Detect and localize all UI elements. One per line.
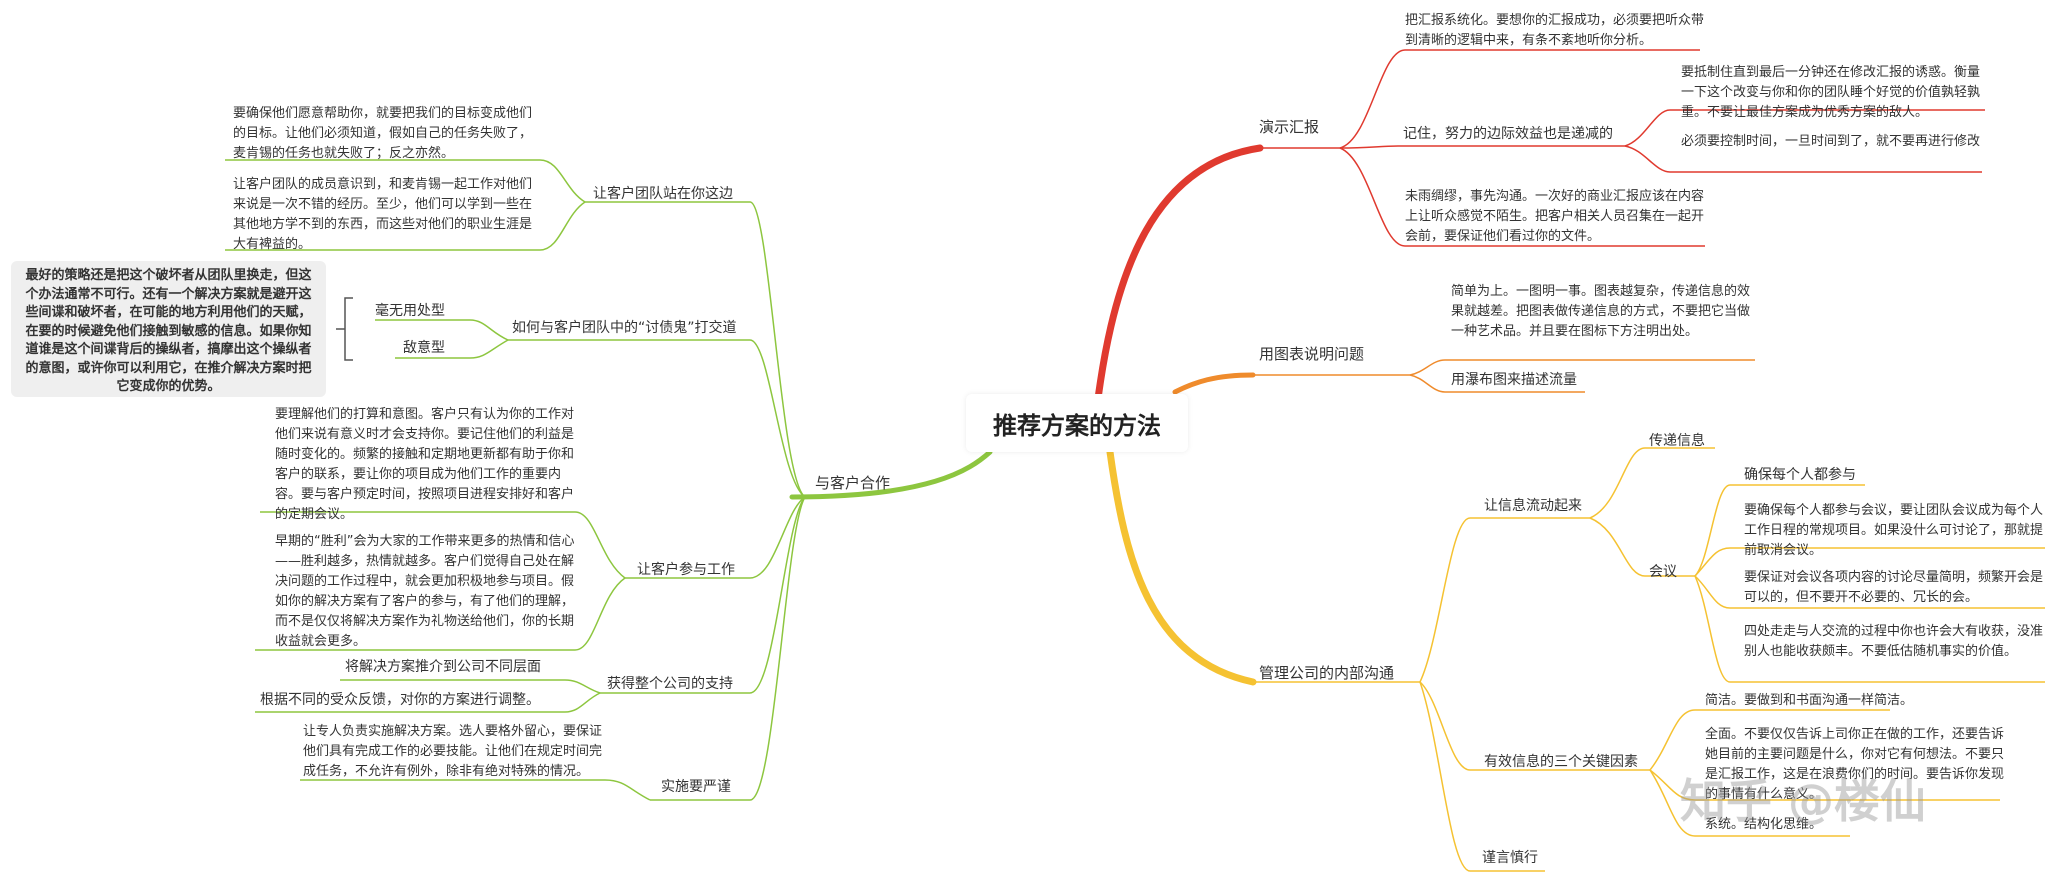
client-involve[interactable]: 让客户参与工作 bbox=[637, 562, 735, 578]
chart-waterfall[interactable]: 用瀑布图来描述流量 bbox=[1451, 372, 1577, 388]
internal-note-concise-meetings: 要保证对会议各项内容的讨论尽量简明，频繁开会是可以的，但不要开不必要的、冗长的会… bbox=[1744, 570, 2044, 605]
trunk-internal bbox=[1106, 448, 1257, 686]
demo-note-systematize: 把汇报系统化。要想你的汇报成功，必须要把听众带到清晰的逻辑中来，有条不紊地听你分… bbox=[1405, 13, 1705, 48]
branch-client[interactable]: 与客户合作 bbox=[815, 474, 891, 492]
internal-careful[interactable]: 谨言慎行 bbox=[1482, 850, 1538, 866]
client-adjust-feedback: 根据不同的受众反馈，对你的方案进行调整。 bbox=[260, 692, 540, 708]
internal-note-meeting-routine: 要确保每个人都参与会议，要让团队会议成为每个人工作日程的常规项目。如果没什么可讨… bbox=[1744, 503, 2044, 558]
callout-note: 最好的策略还是把这个破坏者从团队里换走，但这个办法通常不可行。还有一个解决方案就… bbox=[11, 261, 326, 397]
client-note-owner: 让专人负责实施解决方案。选人要格外留心，要保证他们具有完成工作的必要技能。让他们… bbox=[303, 724, 603, 779]
branch-chart[interactable]: 用图表说明问题 bbox=[1259, 345, 1365, 363]
client-type-useless[interactable]: 毫无用处型 bbox=[375, 303, 445, 319]
client-type-hostile[interactable]: 敌意型 bbox=[403, 340, 445, 356]
internal-key-systematic: 系统。结构化思维。 bbox=[1705, 817, 1823, 832]
internal-pass-info[interactable]: 传递信息 bbox=[1649, 433, 1705, 449]
branch-internal[interactable]: 管理公司的内部沟通 bbox=[1259, 664, 1395, 682]
internal-key-complete: 全面。不要仅仅告诉上司你正在做的工作，还要告诉她目前的主要问题是什么，你对它有何… bbox=[1705, 727, 2005, 802]
demo-diminishing-returns[interactable]: 记住，努力的边际效益也是递减的 bbox=[1403, 126, 1613, 142]
watermark: 知乎 @楼仙 bbox=[1680, 774, 1927, 828]
internal-three-keys[interactable]: 有效信息的三个关键因素 bbox=[1484, 754, 1638, 770]
client-pitch-levels: 将解决方案推介到公司不同层面 bbox=[345, 659, 541, 675]
demo-note-control-time: 必须要控制时间，一旦时间到了，就不要再进行修改 bbox=[1681, 134, 1981, 149]
central-topic[interactable]: 推荐方案的方法 bbox=[966, 394, 1188, 452]
client-team-on-your-side[interactable]: 让客户团队站在你这边 bbox=[593, 186, 733, 202]
client-rigorous-implementation[interactable]: 实施要严谨 bbox=[661, 779, 731, 795]
client-note-early-wins: 早期的“胜利”会为大家的工作带来更多的热情和信心——胜利越多，热情就越多。客户们… bbox=[275, 534, 575, 649]
client-note-shared-goals: 要确保他们愿意帮助你，就要把我们的目标变成他们的目标。让他们必须知道，假如自己的… bbox=[233, 106, 533, 161]
chart-note-simple: 简单为上。一图明一事。图表越复杂，传递信息的效果就越差。把图表做传递信息的方式，… bbox=[1451, 284, 1751, 339]
internal-key-concise: 简洁。要做到和书面沟通一样简洁。 bbox=[1705, 693, 1914, 708]
internal-meetings[interactable]: 会议 bbox=[1649, 564, 1677, 580]
demo-note-resist-edits: 要抵制住直到最后一分钟还在修改汇报的诱惑。衡量一下这个改变与你和你的团队睡个好觉… bbox=[1681, 65, 1981, 120]
branch-demo[interactable]: 演示汇报 bbox=[1259, 118, 1320, 136]
trunk-client bbox=[789, 449, 993, 500]
trunk-demo bbox=[1091, 144, 1264, 427]
client-note-understand-agenda: 要理解他们的打算和意图。客户只有认为你的工作对他们来说有意义时才会支持你。要记住… bbox=[275, 407, 575, 522]
client-company-support[interactable]: 获得整个公司的支持 bbox=[607, 676, 733, 692]
trunk-chart bbox=[1172, 372, 1256, 395]
client-note-good-experience: 让客户团队的成员意识到，和麦肯锡一起工作对他们来说是一次不错的经历。至少，他们可… bbox=[233, 177, 533, 252]
internal-note-walk-around: 四处走走与人交流的过程中你也许会大有收获，没准别人也能收获颇丰。不要低估随机事实… bbox=[1744, 624, 2044, 659]
internal-info-flow[interactable]: 让信息流动起来 bbox=[1484, 498, 1582, 514]
internal-ensure-all[interactable]: 确保每个人都参与 bbox=[1744, 467, 1856, 483]
callout-bracket bbox=[336, 297, 353, 361]
client-difficult-members[interactable]: 如何与客户团队中的“讨债鬼”打交道 bbox=[512, 320, 737, 336]
demo-note-prewire: 未雨绸缪，事先沟通。一次好的商业汇报应该在内容上让听众感觉不陌生。把客户相关人员… bbox=[1405, 189, 1705, 244]
